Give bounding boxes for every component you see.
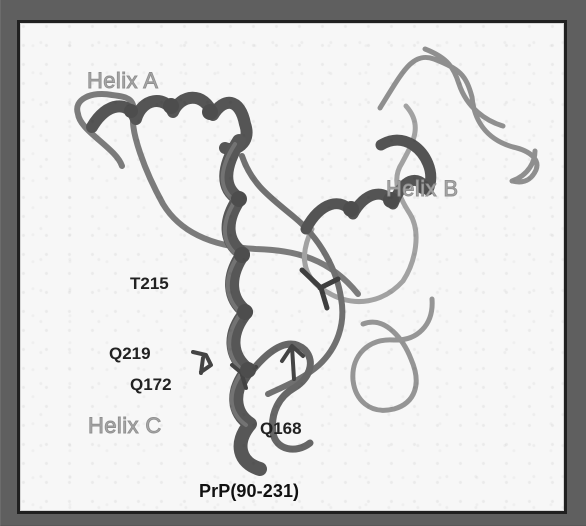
q168-label: Q168 <box>260 420 302 437</box>
figure-caption: PrP(90-231) <box>199 482 299 500</box>
helix-b-bead-1 <box>343 201 359 217</box>
lower-right-loop-ribbon <box>353 299 432 410</box>
helix-c-bead-1 <box>231 191 247 207</box>
q168-sidechain <box>282 346 303 379</box>
figure-panel: Helix A Helix B Helix C T215 Q219 Q172 Q… <box>17 20 567 514</box>
helix-a-bead-3 <box>202 104 218 120</box>
helix-c-bead-2 <box>234 247 250 263</box>
helix-a-bead-1 <box>124 104 138 118</box>
helix-c-bead-3 <box>237 304 253 320</box>
helix-a-label: Helix A <box>87 70 158 92</box>
helix-b-label: Helix B <box>386 178 459 200</box>
helix-c-label: Helix C <box>88 415 162 437</box>
q219-sidechain <box>193 352 211 373</box>
q172-label: Q172 <box>130 376 172 393</box>
helix-c-bead-4 <box>240 362 256 378</box>
t215-label: T215 <box>130 275 169 292</box>
protein-ribbon-diagram <box>20 23 567 514</box>
q219-label: Q219 <box>109 345 151 362</box>
helix-a-bead-2 <box>163 98 179 114</box>
mid-loop-ribbon <box>77 94 358 294</box>
